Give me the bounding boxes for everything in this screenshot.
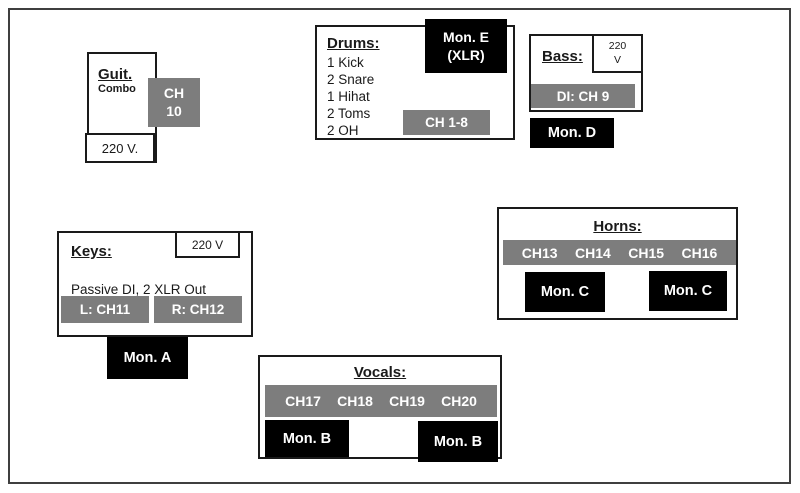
drums-monitor-line1: Mon. E — [443, 28, 489, 45]
horns-monitor-left-label: Mon. C — [540, 284, 590, 300]
guitar-power-box: 220 V. — [85, 133, 155, 163]
drums-list-item: 1 Hihat — [327, 89, 370, 104]
horns-channel-label: CH16 — [681, 244, 718, 261]
horns-monitor-left-badge: Mon. C — [525, 272, 605, 312]
bass-channel-label: DI: CH 9 — [556, 88, 610, 104]
guitar-title: Guit. — [98, 66, 133, 83]
keys-power-box: 220 V — [175, 231, 240, 258]
horns-channel-label: CH15 — [628, 244, 665, 261]
vocals-channel-bar: CH17 CH18 CH19 CH20 — [265, 385, 497, 417]
guitar-combo-label: Combo — [98, 83, 136, 95]
keys-power-label: 220 V — [191, 237, 224, 252]
bass-power-line1: 220 — [608, 39, 627, 52]
horns-title: Horns: — [593, 218, 642, 235]
vocals-monitor-right-label: Mon. B — [433, 433, 483, 450]
keys-monitor-label: Mon. A — [123, 350, 172, 366]
keys-channel-left-badge: L: CH11 — [61, 296, 149, 323]
vocals-channel-label: CH20 — [441, 393, 477, 409]
bass-monitor-badge: Mon. D — [530, 118, 614, 148]
drums-list-item: 2 Toms — [327, 106, 371, 121]
guitar-channel-line2: 10 — [166, 102, 182, 119]
drums-list-item: 2 OH — [327, 123, 359, 138]
drums-channel-badge: CH 1-8 — [403, 110, 490, 135]
bass-power-box: 220 V — [592, 34, 643, 73]
horns-channel-label: CH13 — [521, 244, 558, 261]
vocals-channel-label: CH19 — [389, 393, 425, 409]
horns-monitor-right-label: Mon. C — [663, 283, 713, 299]
drums-monitor-line2: (XLR) — [447, 47, 485, 63]
bass-power-line2: V — [613, 53, 621, 66]
horns-channel-bar: CH13 CH14 CH15 CH16 — [503, 240, 736, 265]
drums-monitor-badge: Mon. E (XLR) — [425, 19, 507, 73]
bass-channel-badge: DI: CH 9 — [531, 84, 635, 108]
horns-monitor-right-badge: Mon. C — [649, 271, 727, 311]
vocals-channel-label: CH17 — [285, 393, 321, 409]
keys-di-note: Passive DI, 2 XLR Out — [71, 282, 207, 297]
keys-channel-right-label: R: CH12 — [171, 302, 225, 317]
guitar-power-label: 220 V. — [101, 140, 139, 156]
keys-monitor-badge: Mon. A — [107, 337, 188, 379]
keys-title: Keys: — [71, 243, 112, 260]
vocals-monitor-left-label: Mon. B — [282, 430, 332, 447]
vocals-monitor-right-badge: Mon. B — [418, 421, 498, 462]
horns-channel-label: CH14 — [574, 244, 611, 261]
vocals-channel-label: CH18 — [337, 393, 373, 409]
drums-list-item: 1 Kick — [327, 55, 364, 70]
vocals-monitor-left-badge: Mon. B — [265, 420, 349, 457]
keys-channel-left-label: L: CH11 — [79, 302, 131, 317]
drums-input-list: 1 Kick 2 Snare 1 Hihat 2 Toms 2 OH — [327, 54, 513, 139]
drums-title: Drums: — [327, 35, 380, 52]
bass-title: Bass: — [542, 48, 583, 65]
guitar-channel-badge: CH 10 — [148, 78, 200, 127]
bass-monitor-label: Mon. D — [547, 125, 597, 141]
drums-channel-label: CH 1-8 — [425, 115, 468, 130]
keys-channel-right-badge: R: CH12 — [154, 296, 242, 323]
drums-list-item: 2 Snare — [327, 72, 375, 87]
vocals-title: Vocals: — [353, 364, 407, 381]
guitar-channel-line1: CH — [163, 85, 185, 101]
